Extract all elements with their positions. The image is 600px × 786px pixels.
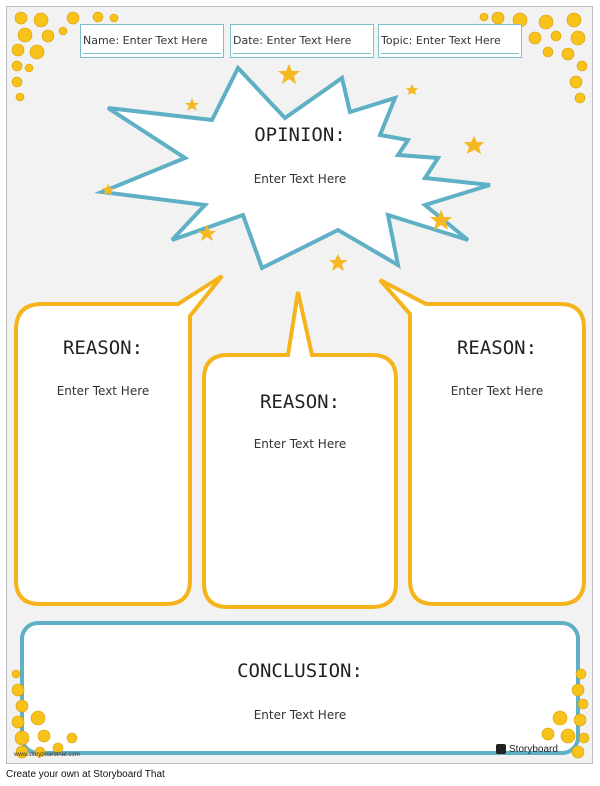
- reason-bubble-middle: [202, 291, 398, 609]
- reason-text-middle[interactable]: Enter Text Here: [253, 437, 347, 451]
- storyboardthat-url: www.storyboardthat.com: [14, 752, 80, 758]
- conclusion-title: CONCLUSION:: [237, 660, 363, 682]
- opinion-text[interactable]: Enter Text Here: [253, 172, 347, 186]
- star-decorations: [102, 64, 484, 271]
- emoji-cluster-top-right: [479, 11, 588, 104]
- star-icon: [198, 225, 216, 241]
- topic-field[interactable]: Topic: Enter Text Here: [378, 24, 522, 58]
- reason-title-left: REASON:: [62, 337, 144, 359]
- reason-title-right: REASON:: [456, 337, 538, 359]
- emoji-cluster-top-left: [11, 11, 119, 102]
- reason-text-left[interactable]: Enter Text Here: [56, 384, 150, 398]
- emoji-cluster-bottom-left: [11, 669, 78, 759]
- star-icon: [102, 184, 114, 195]
- star-icon: [464, 136, 484, 154]
- star-icon: [430, 210, 452, 230]
- opinion-starburst: [94, 64, 491, 271]
- opinion-title: OPINION:: [254, 124, 346, 146]
- conclusion-box: [20, 621, 580, 755]
- reason-bubble-right: [378, 278, 586, 606]
- star-icon: [329, 254, 348, 271]
- star-icon: [185, 98, 199, 111]
- date-field[interactable]: Date: Enter Text Here: [230, 24, 374, 58]
- storyboard-logo: Storyboard: [496, 744, 558, 755]
- name-field[interactable]: Name: Enter Text Here: [80, 24, 224, 58]
- conclusion-text[interactable]: Enter Text Here: [253, 708, 347, 722]
- reason-bubble-left: [14, 274, 224, 606]
- reason-text-right[interactable]: Enter Text Here: [450, 384, 544, 398]
- star-icon: [278, 64, 300, 84]
- storyboard-logo-text: Storyboard: [509, 744, 558, 755]
- footer-link[interactable]: Create your own at Storyboard That: [6, 769, 165, 780]
- star-icon: [406, 84, 418, 95]
- storyboard-logo-icon: [496, 744, 506, 755]
- reason-title-middle: REASON:: [259, 391, 341, 413]
- emoji-cluster-bottom-right: [541, 668, 590, 759]
